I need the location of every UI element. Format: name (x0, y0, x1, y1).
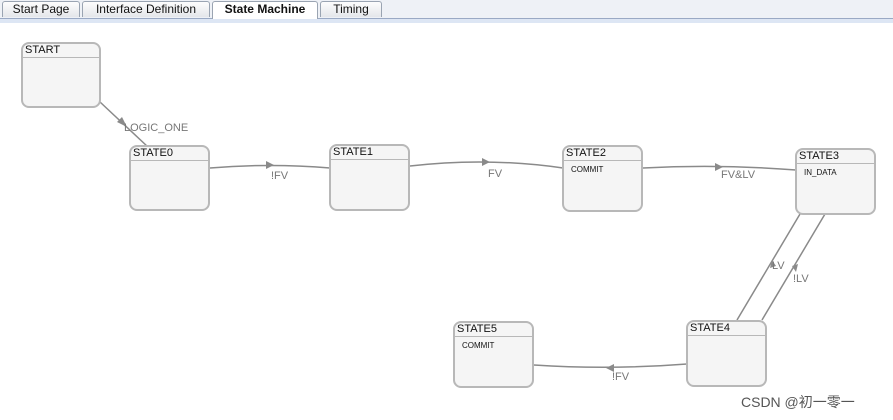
state-state3[interactable]: STATE3 IN_DATA (795, 148, 876, 215)
arrowhead-state2-state3 (715, 163, 723, 171)
state-state0[interactable]: STATE0 (129, 145, 210, 211)
state-start[interactable]: START (21, 42, 101, 108)
tab-state-machine[interactable]: State Machine (212, 1, 318, 19)
state-title: STATE4 (688, 322, 765, 336)
state-state1[interactable]: STATE1 (329, 144, 410, 211)
transition-label-state4-state5[interactable]: !FV (612, 371, 630, 383)
arrowhead-state0-state1 (266, 161, 274, 169)
transition-label-start-state0[interactable]: LOGIC_ONE (124, 122, 189, 134)
state-title: STATE2 (564, 147, 641, 161)
transition-label-state0-state1[interactable]: !FV (271, 170, 289, 182)
state-title: STATE5 (455, 323, 532, 337)
state-title: STATE0 (131, 147, 208, 161)
state-title: START (23, 44, 99, 58)
state-state4[interactable]: STATE4 (686, 320, 767, 387)
arrowhead-state1-state2 (482, 158, 490, 166)
edge-state4-state3 (736, 213, 801, 321)
state-action: COMMIT (462, 341, 495, 350)
transition-label-state1-state2[interactable]: FV (488, 168, 503, 180)
tab-interface-definition[interactable]: Interface Definition (82, 1, 210, 17)
state-action: COMMIT (571, 165, 604, 174)
state-title: STATE3 (797, 150, 874, 164)
transition-label-state2-state3[interactable]: FV&LV (721, 169, 756, 181)
transition-label-state3-state4[interactable]: !LV (793, 273, 809, 285)
transition-label-state4-state3[interactable]: LV (772, 260, 785, 272)
state-state2[interactable]: STATE2 COMMIT (562, 145, 643, 212)
state-title: STATE1 (331, 146, 408, 160)
arrowhead-state4-state5 (606, 364, 614, 372)
arrowhead-start-state0 (117, 117, 127, 127)
state-action: IN_DATA (804, 168, 837, 177)
arrowhead-state4-state3 (770, 260, 776, 268)
tab-start-page[interactable]: Start Page (2, 1, 80, 17)
arrowhead-state3-state4 (792, 264, 798, 272)
watermark: CSDN @初一零一 (741, 394, 855, 410)
tab-timing[interactable]: Timing (320, 1, 382, 17)
canvas-top-border (0, 19, 893, 23)
tab-bar: Start Page Interface Definition State Ma… (0, 0, 893, 19)
state-state5[interactable]: STATE5 COMMIT (453, 321, 534, 388)
